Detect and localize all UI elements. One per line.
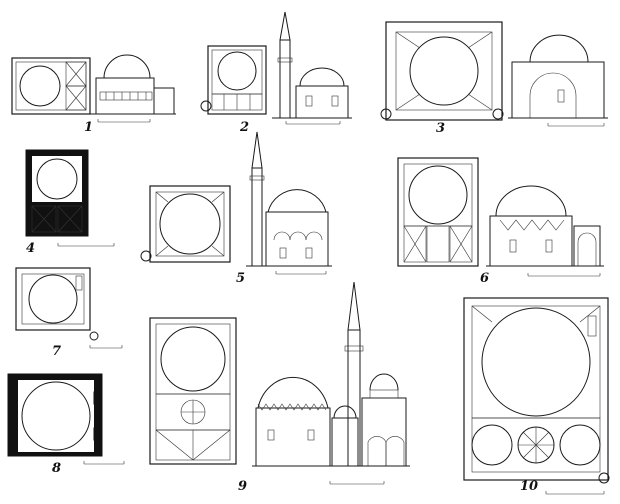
panel-9-scale-bar bbox=[329, 481, 385, 485]
panel-3-plan bbox=[380, 21, 504, 121]
panel-5-plan bbox=[140, 185, 231, 263]
panel-5-scale-bar bbox=[275, 271, 327, 275]
panel-9-plan bbox=[149, 317, 237, 465]
panel-10-plan bbox=[463, 297, 610, 484]
panel-7-number: 7 bbox=[52, 344, 61, 359]
panel-1-plan bbox=[11, 57, 91, 115]
panel-4-scale-bar bbox=[57, 243, 115, 247]
panel-9-elevation bbox=[252, 281, 410, 467]
panel-4-number: 4 bbox=[26, 241, 35, 256]
panel-1-number: 1 bbox=[84, 120, 93, 135]
panel-3-number: 3 bbox=[436, 121, 445, 136]
panel-8-scale-bar bbox=[83, 461, 125, 465]
panel-7-plan bbox=[15, 267, 99, 341]
panel-6-number: 6 bbox=[480, 271, 489, 286]
panel-8-number: 8 bbox=[52, 461, 61, 476]
panel-4-plan bbox=[25, 149, 89, 237]
panel-6-scale-bar bbox=[527, 273, 601, 277]
panel-2-number: 2 bbox=[239, 120, 249, 135]
panel-3-scale-bar bbox=[547, 123, 605, 127]
panel-7-scale-bar bbox=[89, 345, 123, 349]
panel-1-section bbox=[90, 54, 176, 115]
panel-10-scale-bar bbox=[545, 491, 605, 495]
panel-6-section bbox=[486, 185, 604, 267]
panel-1-scale-bar bbox=[97, 119, 151, 123]
panel-6-plan bbox=[397, 157, 479, 267]
panel-5-elevation bbox=[246, 131, 332, 267]
panel-9-number: 9 bbox=[238, 479, 247, 494]
panel-5-number: 5 bbox=[236, 271, 245, 286]
panel-2-scale-bar bbox=[285, 121, 341, 125]
panel-3-section bbox=[508, 34, 608, 119]
panel-2-elevation bbox=[272, 11, 352, 119]
panel-10-number: 10 bbox=[520, 479, 538, 494]
panel-2-plan bbox=[200, 45, 267, 115]
panel-8-plan bbox=[7, 373, 103, 457]
